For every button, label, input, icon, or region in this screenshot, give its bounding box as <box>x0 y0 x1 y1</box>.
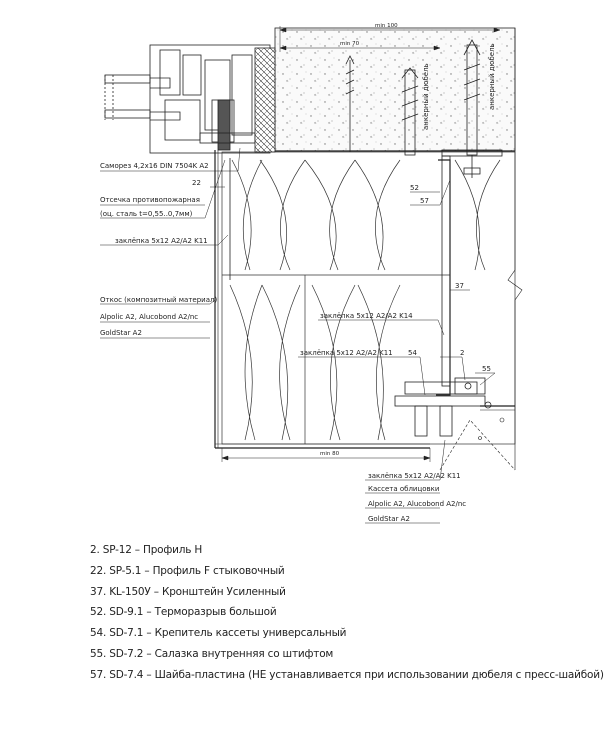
legend-item: 22. SP-5.1 – Профиль F стыковочный <box>90 564 285 577</box>
callout-2: 2 <box>460 349 464 357</box>
callout-52: 52 <box>410 184 419 192</box>
legend-item: 57. SD-7.4 – Шайба-пластина (НЕ устанавл… <box>90 668 604 681</box>
callout-37: 37 <box>455 282 464 290</box>
break-line <box>439 28 523 471</box>
callout-firestop: Отсечка противопожарная <box>100 196 200 204</box>
parts-legend: 2. SP-12 – Профиль Н 22. SP-5.1 – Профил… <box>90 540 604 686</box>
reveal-callout-rules <box>100 321 210 339</box>
callout-54: 54 <box>408 349 417 357</box>
callout-22: 22 <box>192 179 201 187</box>
leader-lines <box>100 147 496 524</box>
callout-reveal-mat1: Alpolic A2, Alucobond A2/nc <box>100 313 198 321</box>
dimension-min70: min 70 <box>340 41 360 47</box>
callout-screw: Саморез 4,2x16 DIN 7504K A2 <box>100 162 209 170</box>
dimension-min100: min 100 <box>375 23 398 29</box>
callout-55: 55 <box>482 365 491 373</box>
callout-cassette: Кассета облицовки <box>368 485 439 493</box>
bracket-assembly <box>394 149 515 440</box>
legend-item: 37. KL-150У – Кронштейн Усиленный <box>90 585 286 598</box>
callout-57: 57 <box>420 197 429 205</box>
callout-rivet-k14: заклёпка 5x12 A2/A2 K14 <box>320 312 413 320</box>
window-frame <box>104 44 271 154</box>
fire-insulation-block <box>254 47 276 153</box>
legend-item: 2. SP-12 – Профиль Н <box>90 544 203 556</box>
reveal-panel <box>214 150 430 449</box>
callout-rivet-mid: заклёпка 5x12 A2/A2 K11 <box>300 349 393 357</box>
callout-rivet-left: заклёпка 5x12 A2/A2 K11 <box>115 237 208 245</box>
mineral-wool-insulation <box>221 151 516 445</box>
legend-item: 54. SD-7.1 – Крепитель кассеты универсал… <box>90 627 347 640</box>
callout-cassette-mat1: Alpolic A2, Alucobond A2/nc <box>368 500 466 508</box>
callout-firestop-spec: (оц. сталь t=0,55..0,7мм) <box>100 210 193 218</box>
callout-reveal: Откос (композитный материал) <box>100 296 217 304</box>
dimension-lines <box>221 26 501 462</box>
legend-item: 55. SD-7.2 – Салазка внутренняя со штифт… <box>90 647 334 660</box>
anchor-dowels <box>345 39 481 178</box>
callout-anchor-left: анкерный дюбель <box>422 63 430 130</box>
callout-anchor-right: анкерный дюбель <box>488 43 496 110</box>
legend-item: 52. SD-9.1 – Терморазрыв большой <box>90 606 277 619</box>
callout-cassette-mat2: GoldStar A2 <box>368 515 410 523</box>
dimension-min80: min 80 <box>320 451 340 457</box>
callout-reveal-mat2: GoldStar A2 <box>100 329 142 337</box>
callout-rivet-bottom: заклёпка 5x12 A2/A2 K11 <box>368 472 461 480</box>
facade-section-drawing: min 100 min 70 min 80 Саморез 4,2x16 DIN… <box>100 23 523 524</box>
concrete-wall <box>274 27 516 152</box>
